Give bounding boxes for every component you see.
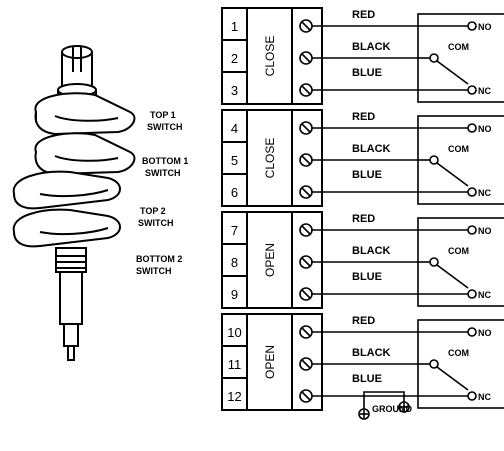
- no-contact-icon: [467, 225, 477, 235]
- no-label: NO: [478, 226, 492, 236]
- switch-arm: [436, 60, 469, 85]
- terminal-number: 12: [227, 389, 241, 404]
- wire-label: RED: [352, 213, 375, 225]
- cam-label-bottom1-line1: BOTTOM 1: [142, 156, 188, 166]
- no-contact-icon: [467, 327, 477, 337]
- wire-label: BLACK: [352, 347, 391, 359]
- wire-label: BLACK: [352, 41, 391, 53]
- group-label: CLOSE: [263, 36, 277, 77]
- nc-contact-icon: [467, 187, 477, 197]
- cam-label-top1-line2: SWITCH: [147, 122, 183, 132]
- ground-label: GROUND: [372, 404, 412, 414]
- com-contact-icon: [429, 155, 439, 165]
- nc-contact-icon: [467, 85, 477, 95]
- terminal-block-3: OPEN 7 RED 8 BLACK 9 BLUE NO COM NC: [221, 211, 504, 309]
- cam-label-top1-line1: TOP 1: [150, 110, 176, 120]
- terminal-number: 5: [231, 153, 238, 168]
- no-label: NO: [478, 328, 492, 338]
- wire-label: BLACK: [352, 143, 391, 155]
- cam-labels: TOP 1 SWITCH BOTTOM 1 SWITCH TOP 2 SWITC…: [136, 110, 188, 276]
- terminal-number: 2: [231, 51, 238, 66]
- nc-contact-icon: [467, 391, 477, 401]
- terminal-number: 6: [231, 185, 238, 200]
- nc-label: NC: [478, 86, 491, 96]
- wire-label: BLUE: [352, 67, 382, 79]
- nc-contact-icon: [467, 289, 477, 299]
- nc-label: NC: [478, 290, 491, 300]
- terminal-number: 11: [228, 357, 242, 372]
- terminal-blocks: CLOSE1RED2BLACK3BLUENOCOMNCCLOSE4RED5BLA…: [221, 7, 504, 411]
- wire-label: RED: [352, 315, 375, 327]
- cam-label-top2-line1: TOP 2: [140, 206, 166, 216]
- cam-label-top2-line2: SWITCH: [138, 218, 174, 228]
- ground-symbol: [358, 391, 410, 420]
- terminal-number: 1: [231, 19, 238, 34]
- cam-label-bottom1-line2: SWITCH: [145, 168, 181, 178]
- terminal-number: 4: [231, 121, 238, 136]
- no-contact-icon: [467, 21, 477, 31]
- group-label: CLOSE: [263, 138, 277, 179]
- com-contact-icon: [429, 257, 439, 267]
- com-contact-icon: [429, 359, 439, 369]
- terminal-number: 7: [231, 223, 238, 238]
- com-label: COM: [448, 42, 469, 52]
- terminal-number: 3: [231, 83, 238, 98]
- cam-label-bottom2-line2: SWITCH: [136, 266, 172, 276]
- wire-label: BLUE: [352, 169, 382, 181]
- switch-arm: [436, 162, 469, 187]
- terminal-block-1: CLOSE 1 RED 2 BLACK 3 BLUE NO COM NC: [221, 7, 504, 105]
- wire-label: RED: [352, 111, 375, 123]
- wire-label: BLUE: [352, 271, 382, 283]
- com-label: COM: [448, 144, 469, 154]
- nc-label: NC: [478, 392, 491, 402]
- terminal-block-2: CLOSE 4 RED 5 BLACK 6 BLUE NO COM NC: [221, 109, 504, 207]
- terminal-number: 10: [227, 325, 241, 340]
- group-label: OPEN: [263, 345, 277, 379]
- wire-label: BLUE: [352, 373, 382, 385]
- terminal-number: 8: [231, 255, 238, 270]
- switch-arm: [436, 366, 469, 391]
- nc-label: NC: [478, 188, 491, 198]
- com-label: COM: [448, 348, 469, 358]
- group-label: OPEN: [263, 243, 277, 277]
- cam-label-bottom2-line1: BOTTOM 2: [136, 254, 182, 264]
- switch-arm: [436, 264, 469, 289]
- terminal-block-4: OPEN 10 RED 11 BLACK 12 BLUE NO COM NC: [221, 313, 504, 411]
- no-contact-icon: [467, 123, 477, 133]
- no-label: NO: [478, 22, 492, 32]
- cam-shaft-assembly: [12, 45, 136, 361]
- terminal-number: 9: [231, 287, 238, 302]
- com-contact-icon: [429, 53, 439, 63]
- no-label: NO: [478, 124, 492, 134]
- wire-label: BLACK: [352, 245, 391, 257]
- wire-label: RED: [352, 9, 375, 21]
- com-label: COM: [448, 246, 469, 256]
